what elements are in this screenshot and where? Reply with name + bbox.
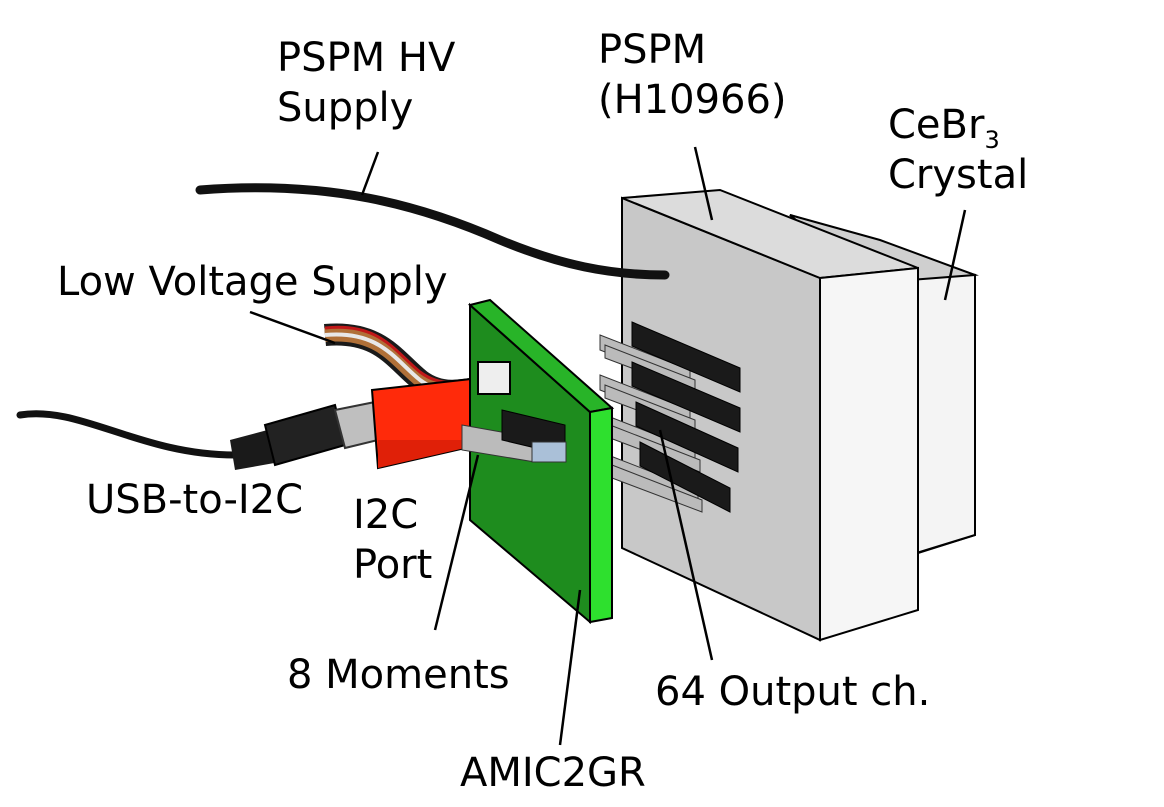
i2c-port-label-line2: Port — [353, 542, 433, 588]
crystal-formula: CeBr — [888, 102, 985, 148]
hv-cable — [195, 183, 670, 280]
usb-label: USB-to-I2C — [86, 477, 304, 523]
i2c-port-label-line1: I2C — [353, 492, 419, 538]
leader-lines — [249, 146, 967, 746]
low-voltage-leader — [249, 310, 336, 345]
moments-leader — [433, 454, 480, 631]
pspm-leader — [693, 146, 714, 221]
crystal-label-line2: Crystal — [888, 152, 1029, 198]
output-leader — [658, 429, 714, 661]
output-label: 64 Output ch. — [655, 669, 931, 715]
crystal-label-line1: CeBr3 — [888, 100, 1028, 154]
pspm-label-line1: PSPM — [598, 27, 707, 73]
usb-plug — [230, 400, 380, 470]
board-label: AMIC2GR — [460, 750, 646, 796]
i2c-port-label: I2C Port — [353, 490, 432, 590]
pspm-label: PSPM (H10966) — [598, 25, 787, 125]
low-voltage-label: Low Voltage Supply — [57, 259, 448, 305]
amic2gr-board — [467, 298, 615, 625]
usb-cable — [16, 410, 239, 459]
pspm-label-line2: (H10966) — [598, 77, 787, 123]
hv-supply-label-line2: Supply — [277, 85, 414, 131]
crystal-label: CeBr3 Crystal — [888, 100, 1028, 200]
moments-connector — [461, 409, 567, 463]
crystal-leader — [943, 209, 967, 301]
hv-supply-label: PSPM HV Supply — [277, 33, 455, 133]
hv-leader — [360, 151, 380, 196]
board-leader — [558, 589, 582, 746]
moments-label: 8 Moments — [287, 652, 510, 698]
hv-supply-label-line1: PSPM HV — [277, 35, 456, 81]
crystal-formula-subscript: 3 — [984, 126, 1000, 154]
output-connectors — [599, 321, 741, 513]
